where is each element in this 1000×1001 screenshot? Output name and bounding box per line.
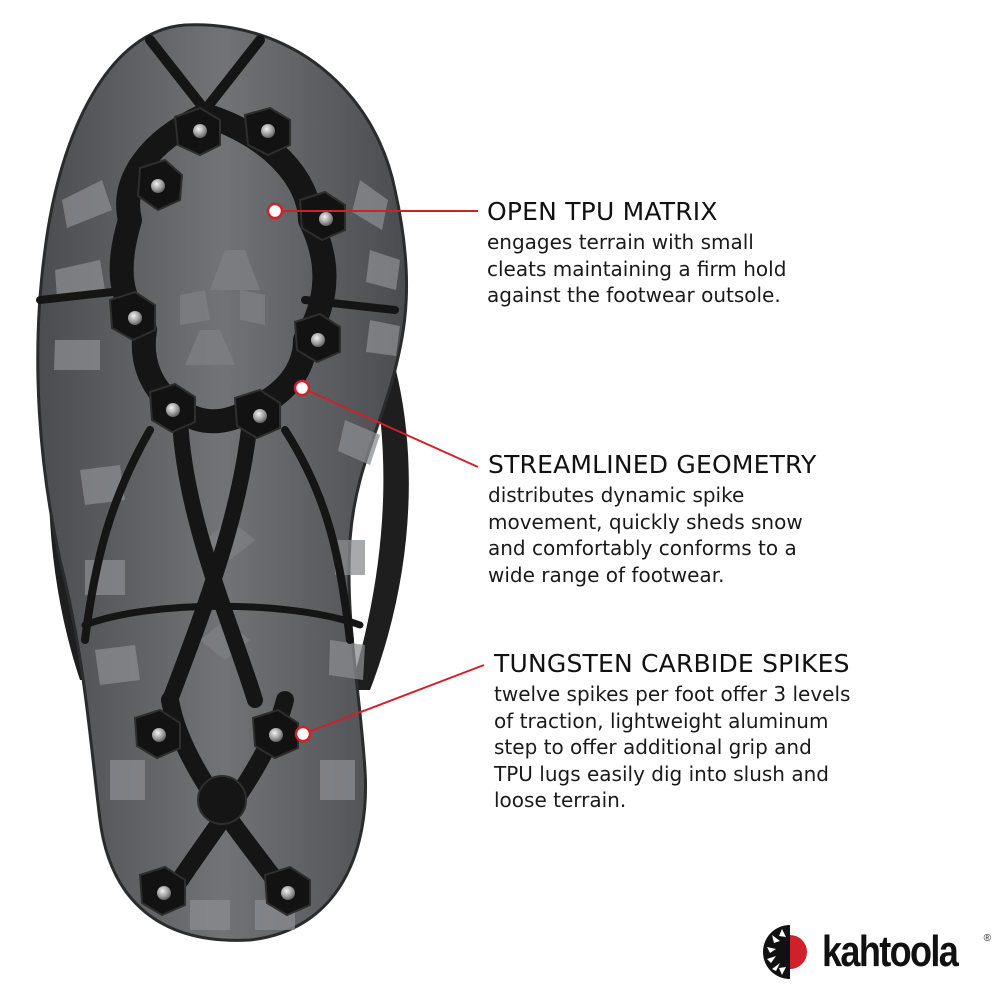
feature-open-tpu-matrix: OPEN TPU MATRIX engages terrain with sma… [487, 197, 847, 309]
feature-title: STREAMLINED GEOMETRY [488, 450, 817, 479]
feature-description: distributes dynamic spike movement, quic… [488, 483, 803, 587]
registered-mark: ® [983, 933, 991, 944]
kahtoola-sun-icon [763, 925, 807, 979]
feature-tungsten-carbide-spikes: TUNGSTEN CARBIDE SPIKES twelve spikes pe… [494, 649, 914, 814]
brand-logo: kahtoola ® [762, 917, 997, 987]
feature-description: twelve spikes per foot offer 3 levels of… [494, 682, 851, 812]
feature-streamlined-geometry: STREAMLINED GEOMETRY distributes dynamic… [488, 450, 868, 588]
feature-title: TUNGSTEN CARBIDE SPIKES [494, 649, 850, 678]
heel-logo-disk [197, 775, 247, 825]
brand-name: kahtoola [822, 927, 959, 976]
feature-title: OPEN TPU MATRIX [487, 197, 718, 226]
product-image-boot-sole [36, 23, 409, 942]
feature-description: engages terrain with small cleats mainta… [487, 230, 787, 307]
